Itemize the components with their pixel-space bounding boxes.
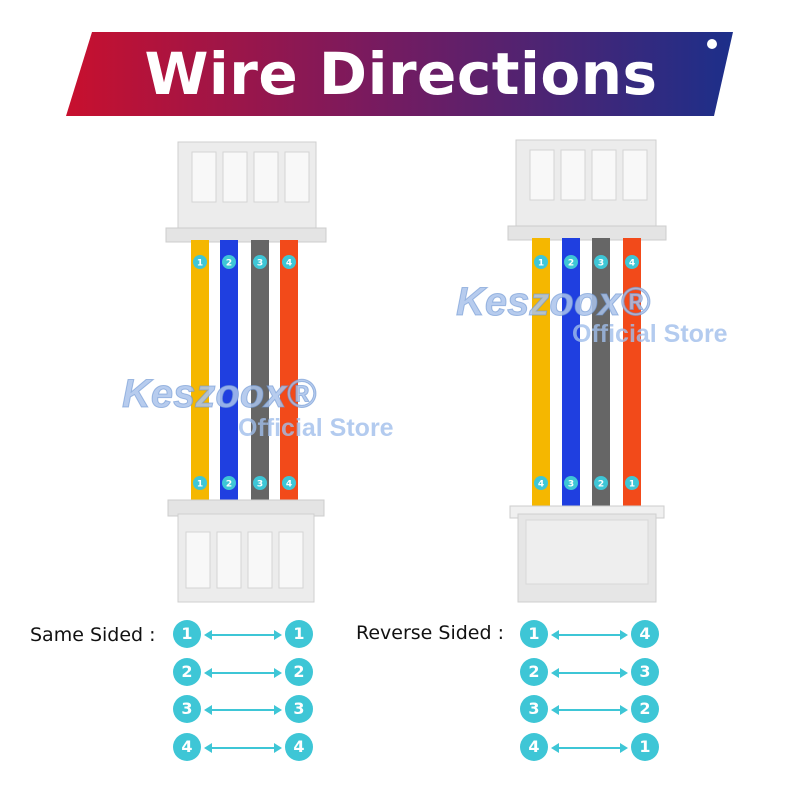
- wire-label-bottom: 1: [629, 480, 635, 490]
- wire-4: [280, 240, 298, 502]
- page-title: Wire Directions: [144, 40, 658, 108]
- wire-label-bottom: 1: [197, 480, 203, 490]
- wire-1: [191, 240, 209, 502]
- watermark-store: Official Store: [572, 320, 728, 348]
- watermark-brand: Keszoox®: [122, 372, 317, 417]
- double-arrow-icon: [551, 667, 628, 678]
- wire-4: [623, 238, 641, 512]
- bottom-connector-left: [167, 499, 325, 603]
- watermark-brand: Keszoox®: [456, 280, 651, 325]
- wire-label-bottom: 2: [598, 480, 604, 490]
- wire-label-bottom: 2: [226, 480, 232, 490]
- wire-label-bottom: 4: [538, 480, 544, 490]
- cable-assembly-reverse-sided: 1 2 3 4 4 3 2 1: [507, 139, 667, 603]
- wire-label-top: 1: [538, 259, 544, 269]
- cable-diagrams: 1 2 3 4 1 2 3 4 1 2: [165, 139, 667, 603]
- legend-pin-from: 4: [173, 732, 201, 761]
- legend-pin-to: 2: [631, 695, 659, 723]
- wire-label-bottom: 3: [568, 480, 574, 490]
- legend-pin-from: 2: [520, 657, 548, 686]
- wire-label-top: 3: [257, 259, 263, 269]
- wire-label-top: 2: [226, 259, 232, 269]
- legend-pin-to: 1: [285, 620, 313, 648]
- wire-label-top: 3: [598, 259, 604, 269]
- wire-3: [592, 238, 610, 512]
- wire-label-top: 4: [629, 259, 635, 269]
- wire-label-top: 4: [286, 259, 292, 269]
- double-arrow-icon: [204, 742, 282, 753]
- legend-title-same-sided: Same Sided :: [30, 624, 156, 646]
- banner-background: [66, 32, 733, 116]
- legend-title-reverse-sided: Reverse Sided :: [356, 622, 505, 644]
- legend-pin-from: 2: [173, 657, 201, 686]
- legend-pin-from: 1: [520, 620, 548, 648]
- legend-pin-to: 3: [631, 657, 659, 686]
- watermark-store: Official Store: [238, 414, 394, 442]
- bottom-connector-right: [509, 505, 665, 603]
- double-arrow-icon: [551, 742, 628, 753]
- legend-pin-to: 3: [285, 695, 313, 723]
- wire-1: [532, 238, 550, 512]
- legend-pin-from: 3: [173, 695, 201, 723]
- wire-2: [562, 238, 580, 512]
- legend-pin-to: 2: [285, 657, 313, 686]
- wire-label-bottom: 3: [257, 480, 263, 490]
- wire-3: [251, 240, 269, 502]
- wire-2: [220, 240, 238, 502]
- double-arrow-icon: [204, 667, 282, 678]
- double-arrow-icon: [551, 630, 628, 640]
- wire-label-bottom: 4: [286, 480, 292, 490]
- legend-pin-to: 1: [631, 732, 659, 761]
- legend-pin-to: 4: [285, 732, 313, 761]
- wire-label-top: 1: [197, 259, 203, 269]
- wire-label-top: 2: [568, 259, 574, 269]
- top-connector-right: [507, 139, 667, 241]
- legend-pin-from: 1: [173, 620, 201, 648]
- double-arrow-icon: [551, 705, 628, 715]
- top-connector-left: [165, 141, 327, 243]
- double-arrow-icon: [204, 630, 282, 640]
- title-banner: Wire Directions: [0, 0, 800, 130]
- cable-assembly-same-sided: 1 2 3 4 1 2 3 4: [165, 141, 327, 603]
- double-arrow-icon: [204, 705, 282, 715]
- legend-pin-from: 3: [520, 695, 548, 723]
- legend-pin-from: 4: [520, 732, 548, 761]
- legend-pin-to: 4: [631, 620, 659, 648]
